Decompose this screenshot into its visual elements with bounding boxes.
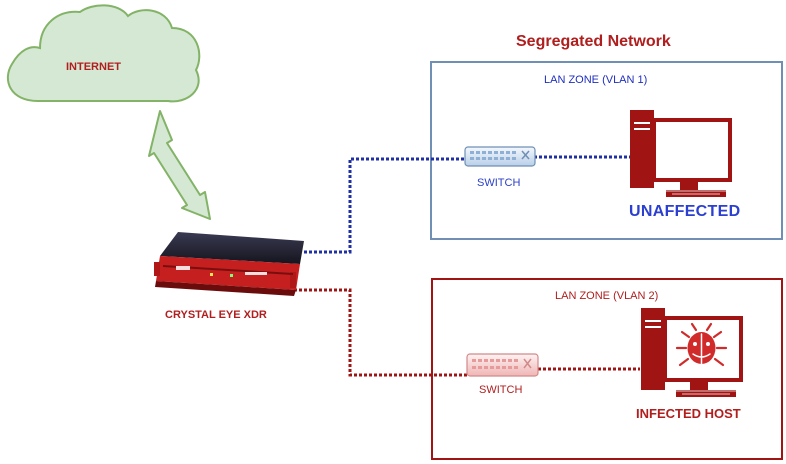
- zone2-host-status: INFECTED HOST: [636, 406, 741, 421]
- switch-icon: [466, 353, 539, 377]
- device-label: CRYSTAL EYE XDR: [165, 309, 267, 321]
- malware-bug-icon: [675, 322, 728, 367]
- firewall-appliance-icon: [154, 232, 304, 296]
- zone1-label: LAN ZONE (VLAN 1): [544, 74, 648, 86]
- blue-connection: [304, 155, 634, 254]
- switch2-label: SWITCH: [479, 384, 523, 396]
- zone1-host-status: UNAFFECTED: [629, 203, 741, 220]
- zone1-box: [430, 61, 783, 240]
- internet-label: INTERNET: [66, 61, 121, 73]
- switch-icon: [464, 146, 536, 167]
- cloud-icon: [7, 4, 201, 103]
- computer-icon: [630, 110, 732, 197]
- zone2-box: [431, 278, 783, 460]
- zone2-label: LAN ZONE (VLAN 2): [555, 290, 659, 302]
- bidirectional-arrow-icon: [148, 110, 211, 220]
- switch1-label: SWITCH: [477, 177, 521, 189]
- red-connection: [294, 288, 640, 377]
- diagram-title: Segregated Network: [516, 33, 671, 50]
